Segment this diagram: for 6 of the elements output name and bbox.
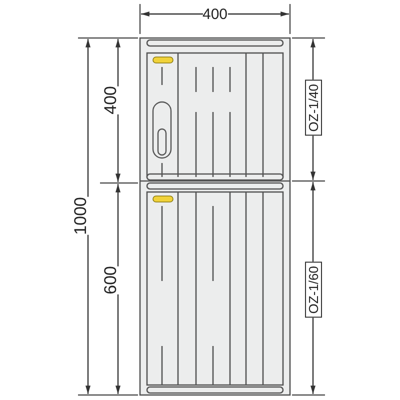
dimension-label-box: OZ-1/40 bbox=[304, 80, 322, 136]
dimension-label-box: OZ-1/60 bbox=[304, 262, 322, 318]
dimension-label: 400 bbox=[202, 6, 228, 22]
dimension-label: 600 bbox=[102, 266, 118, 294]
dimension-label: 1000 bbox=[72, 197, 88, 235]
dimension-label: 400 bbox=[102, 86, 118, 114]
